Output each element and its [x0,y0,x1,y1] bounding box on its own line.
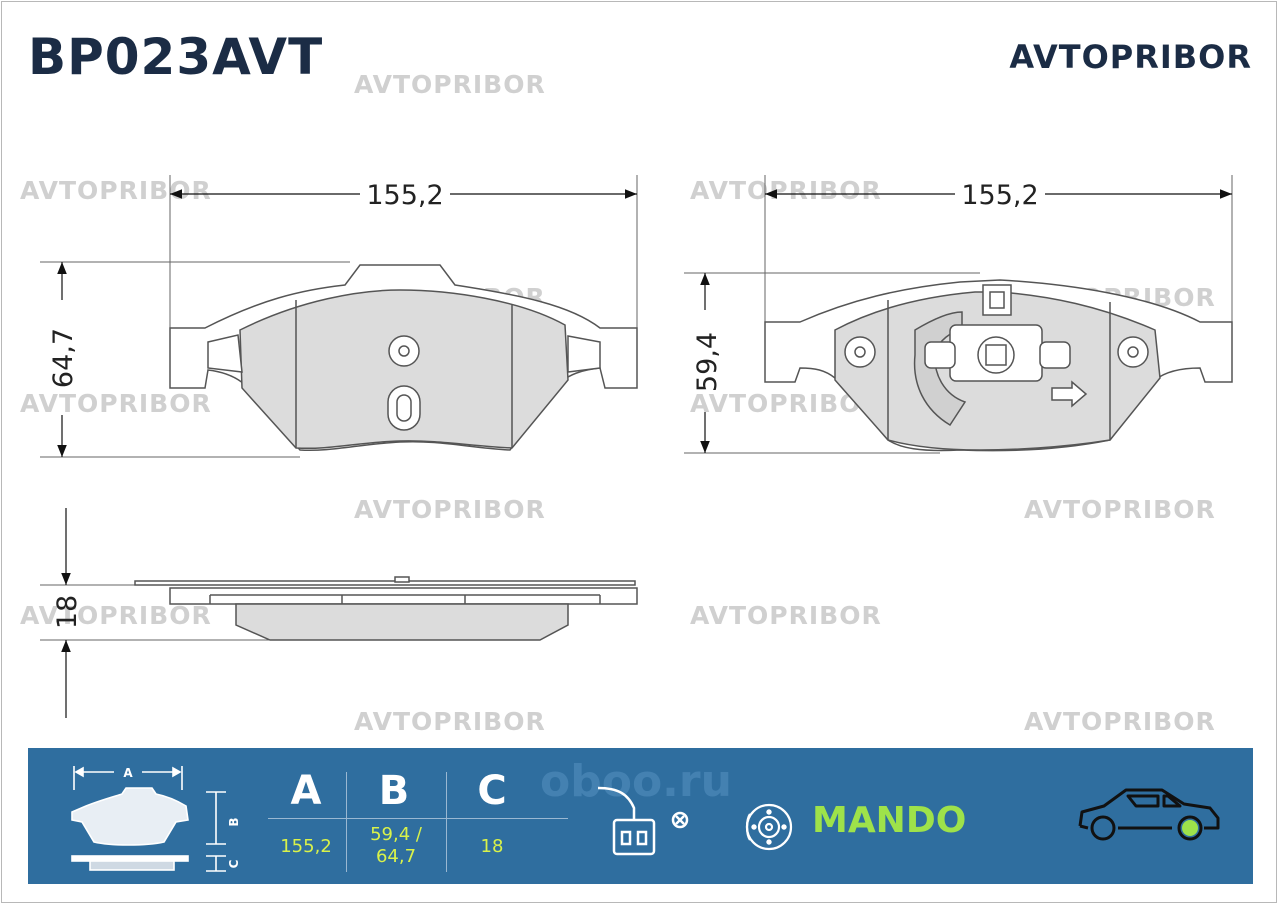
spec-panel: A B C A B C 155,2 59,4 / 64,7 18 oboo.ru [28,748,1253,884]
col-b-value: 59,4 / 64,7 [346,824,446,868]
brand-logo: AVTOPRIBOR [1009,38,1252,76]
table-divider [346,772,347,872]
watermark: AVTOPRIBOR [1024,707,1216,736]
dimension-back-width: 155,2 [961,180,1038,211]
col-b-value-line-2: 64,7 [375,846,417,867]
mini-label-a: A [123,766,133,780]
table-divider [268,818,568,819]
watermark: AVTOPRIBOR [690,601,882,630]
watermark: AVTOPRIBOR [1024,495,1216,524]
car-front-axle-icon [1078,788,1220,841]
wear-sensor-icon [597,786,689,856]
brand-logo-text: AVTOPRIBOR [1009,38,1252,76]
site-watermark: oboo.ru [540,756,732,807]
pad-dimension-diagram-icon: A B C [71,766,241,872]
manufacturer-name: MANDO [812,800,967,841]
back-pad-view [684,175,1233,454]
col-c-header: C [477,768,507,814]
watermark: AVTOPRIBOR [20,389,212,418]
col-b-value-line-1: 59,4 / [370,824,422,845]
col-c-value: 18 [480,836,504,857]
front-pad-view [40,175,638,458]
watermark: AVTOPRIBOR [690,176,882,205]
watermark: AVTOPRIBOR [20,601,212,630]
side-pad-view [40,576,638,641]
technical-drawing: 155,2 64,7 155,2 59,4 [40,175,1233,718]
mini-label-c: C [227,859,241,868]
watermark: AVTOPRIBOR [354,707,546,736]
watermark: AVTOPRIBOR [354,70,546,99]
table-divider [446,772,447,872]
dimension-back-height: 59,4 [692,332,723,392]
mini-label-b: B [227,817,241,826]
brake-disc-icon [745,803,793,851]
col-b-header: B [378,768,410,814]
watermark: AVTOPRIBOR [354,495,546,524]
dimension-front-height: 64,7 [48,328,79,388]
part-number: BP023AVT [28,28,324,86]
dimension-thickness: 18 [52,595,83,629]
col-a-value: 155,2 [280,836,332,857]
dimension-front-width: 155,2 [366,180,443,211]
col-a-header: A [290,768,322,814]
